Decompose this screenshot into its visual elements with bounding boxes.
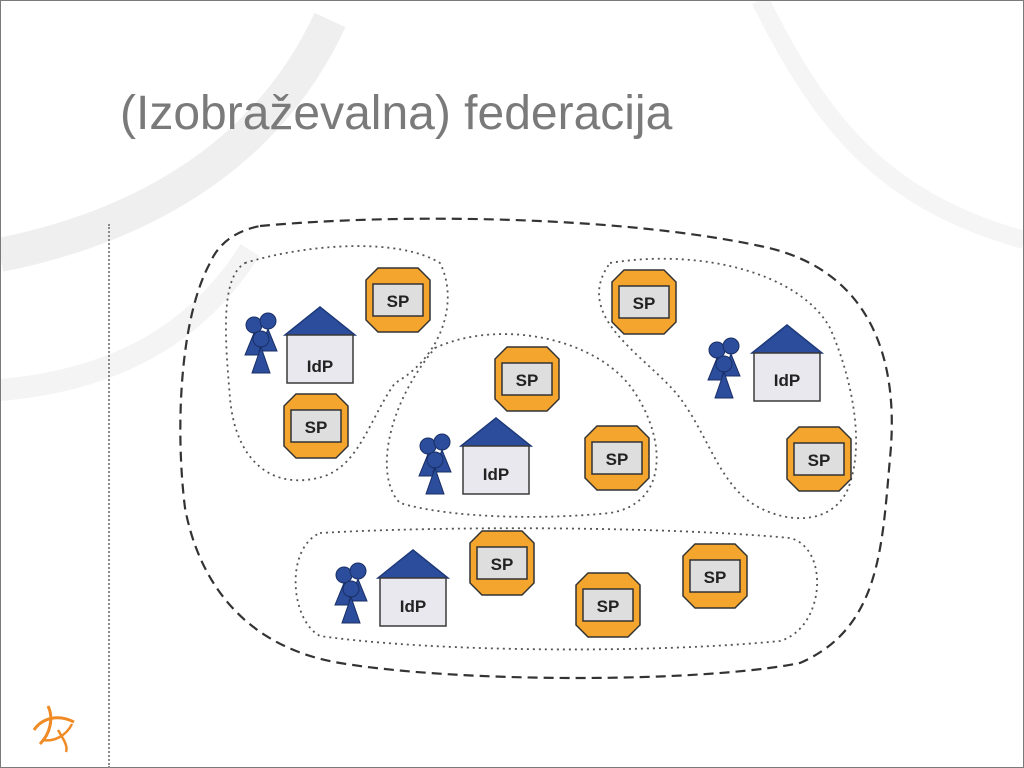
sp-label: SP bbox=[516, 371, 539, 390]
slide-title: (Izobraževalna) federacija bbox=[120, 87, 673, 140]
sp-label: SP bbox=[491, 555, 514, 574]
group-boundary-2 bbox=[385, 333, 658, 518]
group-boundary-3 bbox=[598, 257, 857, 520]
users-icon bbox=[244, 312, 278, 374]
sp-label: SP bbox=[305, 418, 328, 437]
idp-label: IdP bbox=[400, 597, 426, 616]
sp-label: SP bbox=[633, 294, 656, 313]
idp-label: IdP bbox=[774, 371, 800, 390]
sp-label: SP bbox=[808, 451, 831, 470]
group-boundary-1 bbox=[225, 245, 449, 482]
sp-label: SP bbox=[597, 597, 620, 616]
federation-diagram: IdP SP SP IdP SP SP IdP SP SP IdP SP SP … bbox=[179, 217, 893, 680]
vertical-dotted-divider bbox=[108, 224, 110, 768]
sp-label: SP bbox=[704, 568, 727, 587]
idp-label: IdP bbox=[307, 357, 333, 376]
idp-label: IdP bbox=[483, 465, 509, 484]
users-icon bbox=[418, 433, 452, 495]
federation-boundary bbox=[179, 217, 893, 680]
sp-label: SP bbox=[606, 450, 629, 469]
group-boundary-4 bbox=[294, 527, 819, 651]
sp-label: SP bbox=[387, 292, 410, 311]
orange-swirl-logo-icon bbox=[32, 705, 75, 753]
users-icon bbox=[334, 562, 368, 624]
users-icon bbox=[707, 337, 741, 399]
